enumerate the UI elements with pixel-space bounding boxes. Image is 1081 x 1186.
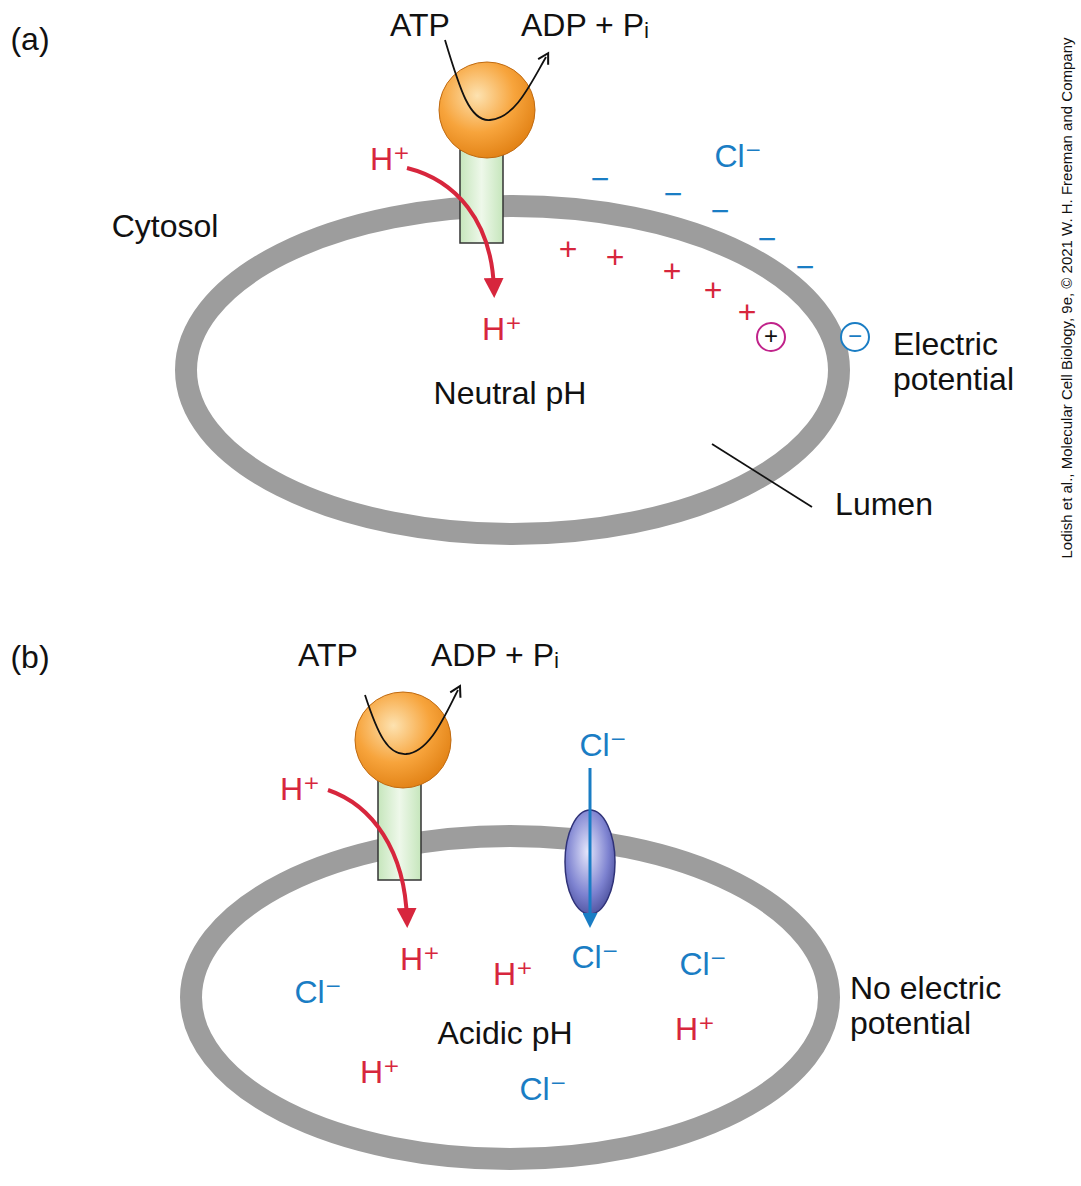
figure-label: H⁺ [493, 957, 533, 992]
atp-hydrolysis-arrow [365, 690, 458, 754]
figure-label: + [559, 232, 578, 267]
figure-label: − [758, 222, 777, 257]
figure-label: Cl⁻ [294, 975, 341, 1010]
figure-label: H⁺ [675, 1012, 715, 1047]
figure-label: − [848, 323, 862, 349]
figure-label: No electric potential [850, 971, 1040, 1041]
figure-label: + [704, 273, 723, 308]
negative-potential-symbol [841, 323, 869, 351]
atp-hydrolysis-arrow [445, 40, 546, 120]
figure-label: H⁺ [360, 1055, 400, 1090]
figure-label: ADP + Pᵢ [521, 8, 649, 43]
figure-label: (b) [10, 640, 49, 675]
figure-label: Cl⁻ [579, 728, 626, 763]
proton-pump [355, 692, 451, 880]
figure-label: H⁺ [370, 142, 410, 177]
figure-label: ATP [390, 8, 450, 43]
figure-label: − [711, 194, 730, 229]
figure-label: (a) [10, 22, 49, 57]
lumen-ph-label: Neutral pH [434, 375, 587, 412]
vesicle: Acidic pH [180, 825, 840, 1170]
figure-label: + [764, 323, 778, 349]
leader-line [712, 444, 812, 507]
figure-label: H⁺ [482, 312, 522, 347]
credit-line: Lodish et al., Molecular Cell Biology, 9… [1059, 37, 1076, 558]
positive-potential-symbol [757, 323, 785, 351]
figure-label: − [591, 162, 610, 197]
chloride-flow-arrow [589, 768, 592, 922]
figure-label: Cl⁻ [571, 940, 618, 975]
figure-label: Electric potential [893, 327, 1053, 397]
figure-label: − [796, 250, 815, 285]
figure-label: Cl⁻ [519, 1072, 566, 1107]
figure-label: Cl⁻ [714, 139, 761, 174]
figure-label: Cl⁻ [679, 947, 726, 982]
figure-label: ATP [298, 638, 358, 673]
figure-label: Cytosol [112, 209, 219, 244]
figure-label: ADP + Pᵢ [431, 638, 559, 673]
figure-label: + [663, 254, 682, 289]
vesicle-membrane [175, 195, 850, 545]
figure-label: + [738, 295, 757, 330]
lumen-ph-label: Acidic pH [437, 1015, 572, 1052]
figure-label: Lumen [835, 487, 933, 522]
figure-label: H⁺ [280, 772, 320, 807]
figure-label: H⁺ [400, 942, 440, 977]
vesicle-membrane [180, 825, 840, 1170]
vesicle: Neutral pH [175, 195, 850, 545]
figure-label: + [606, 240, 625, 275]
proton-flow-arrow [407, 168, 494, 290]
figure-label: − [664, 177, 683, 212]
proton-flow-arrow [328, 790, 407, 920]
proton-pump [439, 62, 535, 243]
